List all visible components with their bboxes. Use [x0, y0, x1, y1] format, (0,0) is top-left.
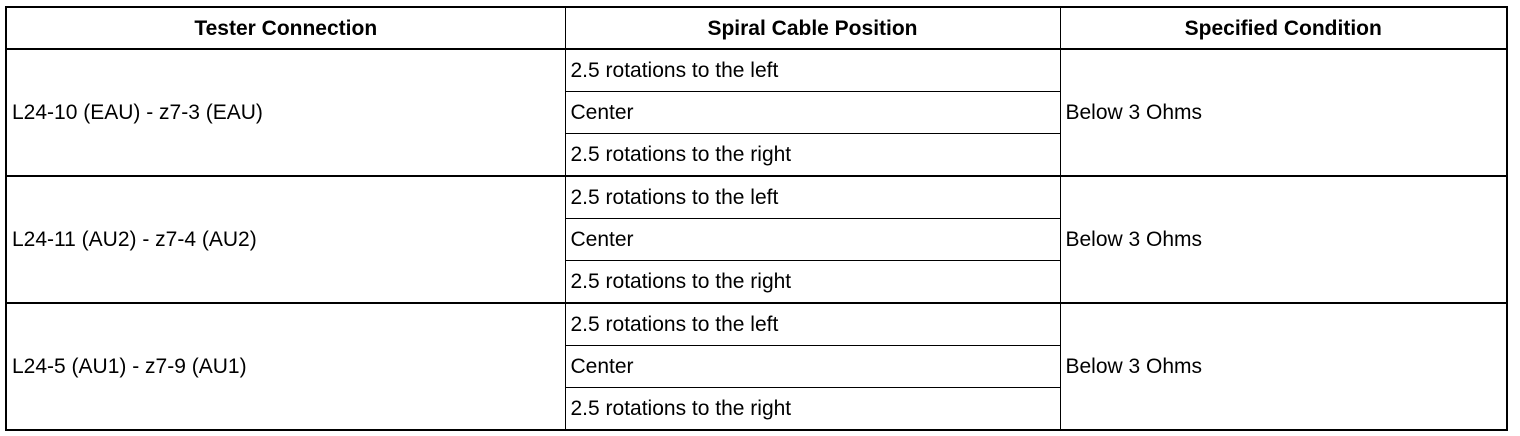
tester-connection-cell: L24-11 (AU2) - z7-4 (AU2): [5, 175, 566, 304]
table-row: L24-10 (EAU) - z7-3 (EAU) 2.5 rotations …: [5, 48, 1508, 177]
table-row: 2.5 rotations to the right: [6, 260, 1507, 304]
cable-position-cell: Center: [564, 345, 1061, 388]
cable-position-cell: 2.5 rotations to the left: [564, 302, 1061, 346]
table-row: 2.5 rotations to the right: [6, 387, 1507, 431]
table-body: L24-10 (EAU) - z7-3 (EAU) 2.5 rotations …: [5, 48, 1508, 431]
specified-condition-cell: Below 3 Ohms: [1059, 175, 1508, 304]
cable-position-cell: 2.5 rotations to the right: [564, 133, 1061, 177]
table-row: Center: [6, 218, 1507, 261]
tester-connection-cell: L24-10 (EAU) - z7-3 (EAU): [5, 48, 566, 177]
table-row: L24-5 (AU1) - z7-9 (AU1) 2.5 rotations t…: [5, 302, 1508, 431]
cable-position-cell: Center: [564, 218, 1061, 261]
tester-connection-cell: L24-5 (AU1) - z7-9 (AU1): [5, 302, 566, 431]
cable-position-cell: 2.5 rotations to the left: [564, 48, 1061, 92]
table-row: Center: [6, 91, 1507, 134]
specified-condition-cell: Below 3 Ohms: [1059, 48, 1508, 177]
specified-condition-cell: Below 3 Ohms: [1059, 302, 1508, 431]
cable-position-cell: Center: [564, 91, 1061, 134]
header-specified-condition: Specified Condition: [1059, 6, 1508, 50]
table-row: L24-11 (AU2) - z7-4 (AU2) 2.5 rotations …: [5, 175, 1508, 304]
cable-position-cell: 2.5 rotations to the right: [564, 260, 1061, 304]
spec-table: Tester Connection Spiral Cable Position …: [5, 6, 1508, 431]
table-header: Tester Connection Spiral Cable Position …: [5, 6, 1508, 50]
cable-position-cell: 2.5 rotations to the left: [564, 175, 1061, 219]
header-spiral-cable-position: Spiral Cable Position: [564, 6, 1061, 50]
table-row: Center: [6, 345, 1507, 388]
header-row: Tester Connection Spiral Cable Position …: [5, 6, 1508, 50]
cable-position-cell: 2.5 rotations to the right: [564, 387, 1061, 431]
table-row: 2.5 rotations to the right: [6, 133, 1507, 177]
header-tester-connection: Tester Connection: [5, 6, 566, 50]
